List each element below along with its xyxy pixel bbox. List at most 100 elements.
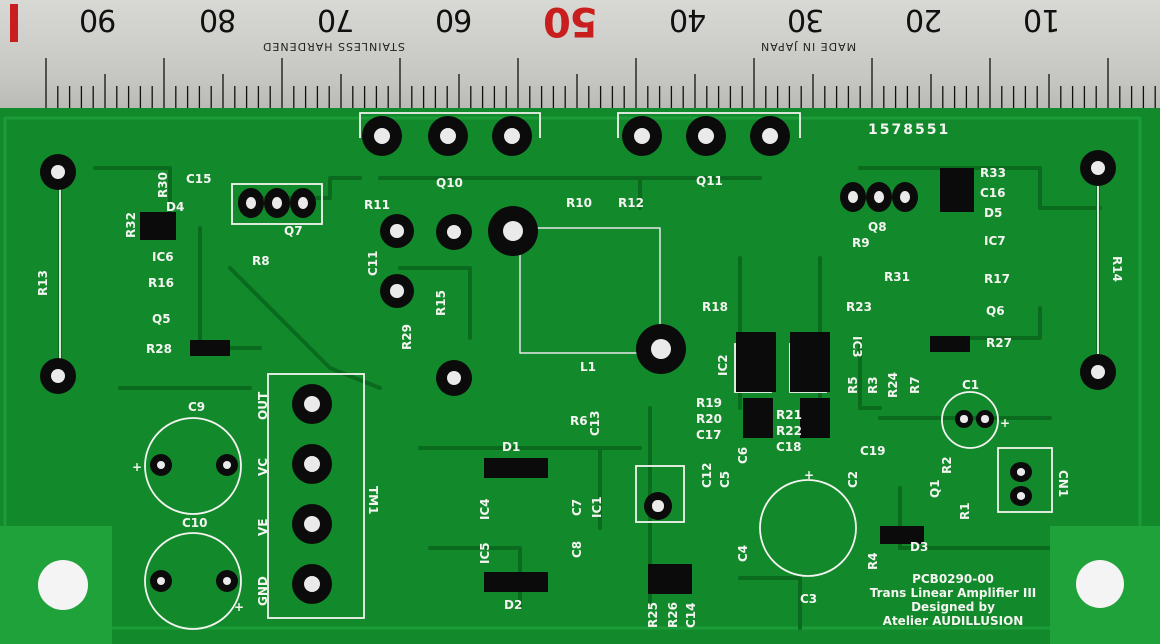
label-q11: Q11 — [696, 174, 723, 188]
label-ic6: IC6 — [152, 250, 174, 264]
label-c8: C8 — [570, 540, 584, 558]
label-c9: C9 — [188, 400, 206, 414]
ruler-number-50: 50 — [544, 0, 598, 44]
c1-pad-1 — [955, 410, 973, 428]
label-ic4: IC4 — [478, 498, 492, 520]
r13-pad-bottom — [40, 358, 76, 394]
board-part-number: PCB0290-00 — [912, 572, 994, 586]
label-r29: R29 — [400, 324, 414, 350]
label-r27: R27 — [986, 336, 1012, 350]
label-r16: R16 — [148, 276, 174, 290]
ic2-body — [736, 332, 776, 392]
tm1-pad-ve — [292, 504, 332, 544]
q11-pad-1 — [622, 116, 662, 156]
label-r33: R33 — [980, 166, 1006, 180]
label-r9: R9 — [852, 236, 870, 250]
label-r11: R11 — [364, 198, 390, 212]
d1-pads — [484, 458, 548, 478]
ruler-number-20: 20 — [906, 2, 943, 37]
label-c1-plus: + — [1000, 416, 1011, 430]
r15-pad-2 — [436, 360, 472, 396]
label-r4: R4 — [866, 552, 880, 570]
c10-pad-2 — [216, 570, 238, 592]
label-ic3: IC3 — [850, 336, 864, 358]
r27-pads — [930, 336, 970, 352]
q10-pad-1 — [362, 116, 402, 156]
d3-pads — [880, 526, 924, 544]
l1-pad-2 — [636, 324, 686, 374]
label-c4: C4 — [736, 544, 750, 562]
c10-pad-1 — [150, 570, 172, 592]
c9-pad-plus — [150, 454, 172, 476]
label-c2: C2 — [846, 470, 860, 488]
label-d2: D2 — [504, 598, 523, 612]
label-q8: Q8 — [868, 220, 887, 234]
label-out: OUT — [256, 391, 270, 420]
ruler-ticks — [45, 58, 1156, 112]
r13-pad-top — [40, 154, 76, 190]
label-r19: R19 — [696, 396, 722, 410]
pcb-board: 1578551 R13 R14 R30 C15 D4 R32 IC6 R16 Q… — [0, 108, 1160, 644]
ruler-number-30: 30 — [788, 2, 825, 37]
label-r2: R2 — [940, 456, 954, 474]
ruler-red-marker — [10, 4, 18, 42]
board-designer: Atelier AUDILLUSION — [882, 614, 1024, 628]
ruler-number-60: 60 — [436, 2, 473, 37]
d2-pads — [484, 572, 548, 592]
label-r13: R13 — [36, 270, 50, 296]
label-r30: R30 — [156, 172, 170, 198]
label-ic1: IC1 — [590, 496, 604, 518]
label-r21: R21 — [776, 408, 802, 422]
label-l1: L1 — [580, 360, 596, 374]
q7-pad-2 — [264, 188, 290, 218]
label-c3: C3 — [800, 592, 818, 606]
label-r20: R20 — [696, 412, 722, 426]
label-r17: R17 — [984, 272, 1010, 286]
label-c9-plus: + — [132, 460, 143, 474]
label-r3: R3 — [866, 376, 880, 394]
r15-pad-1 — [436, 214, 472, 250]
board-designed-by: Designed by — [911, 600, 995, 614]
r33-c16-d5-pads — [940, 168, 974, 212]
label-r5: R5 — [846, 376, 860, 394]
label-ve: VE — [256, 518, 270, 536]
label-d3: D3 — [910, 540, 929, 554]
label-ic7: IC7 — [984, 234, 1006, 248]
label-c6: C6 — [736, 446, 750, 464]
q7-pad-3 — [290, 188, 316, 218]
label-r7: R7 — [908, 376, 922, 394]
r25-r26-pads — [648, 564, 692, 594]
label-r25: R25 — [646, 602, 660, 628]
ruler-number-80: 80 — [200, 2, 237, 37]
c9-pad-minus — [216, 454, 238, 476]
label-q1: Q1 — [928, 479, 942, 498]
c11-pad-2 — [380, 274, 414, 308]
l1-pad-1 — [488, 206, 538, 256]
board-product-name: Trans Linear Amplifier III — [869, 586, 1037, 600]
label-c15: C15 — [186, 172, 212, 186]
ic3-body — [790, 332, 830, 392]
label-d4: D4 — [166, 200, 185, 214]
label-c3-plus: + — [804, 468, 815, 482]
label-r14: R14 — [1110, 256, 1124, 282]
ruler-number-40: 40 — [670, 2, 707, 37]
label-r24: R24 — [886, 372, 900, 398]
r14-pad-bottom — [1080, 354, 1116, 390]
label-tm1: TM1 — [366, 486, 380, 515]
label-r28: R28 — [146, 342, 172, 356]
label-r8: R8 — [252, 254, 270, 268]
label-r10: R10 — [566, 196, 592, 210]
label-r1: R1 — [958, 502, 972, 520]
c11-pad-1 — [380, 214, 414, 248]
r21-r22-pads — [800, 398, 830, 438]
ruler-number-90: 90 — [80, 2, 117, 37]
label-r26: R26 — [666, 602, 680, 628]
mounting-hole-right — [1076, 560, 1124, 608]
q8-pad-1 — [840, 182, 866, 212]
label-q6: Q6 — [986, 304, 1005, 318]
label-cn1: CN1 — [1056, 470, 1070, 498]
label-r32: R32 — [124, 212, 138, 238]
tm1-pad-vc — [292, 444, 332, 484]
label-gnd: GND — [256, 576, 270, 606]
ruler-text-stainless: STAINLESS HARDENED — [262, 40, 405, 53]
